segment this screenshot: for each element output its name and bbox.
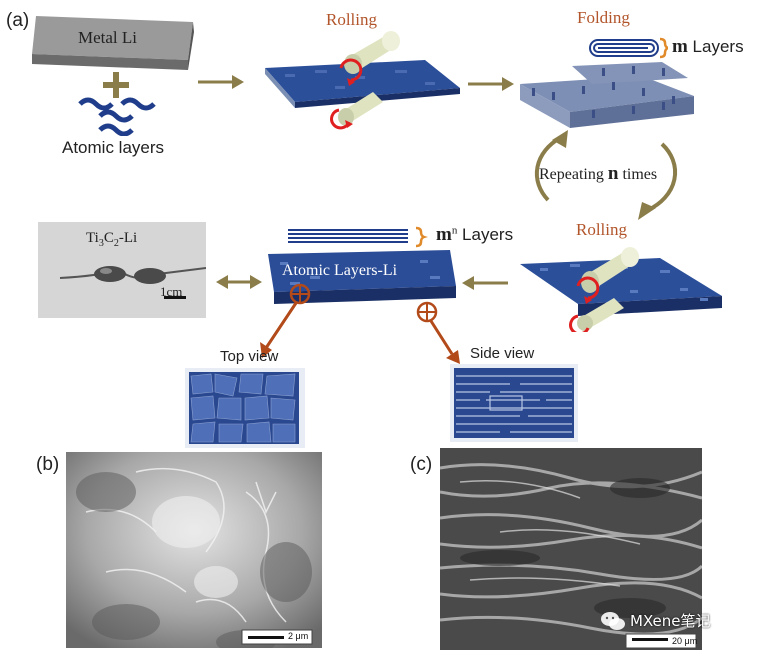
ti-text: Ti xyxy=(86,230,99,246)
rolling-bottom-illustration xyxy=(520,247,722,332)
rolling-top-label: Rolling xyxy=(326,10,378,29)
watermark-text: MXene笔记 xyxy=(630,612,711,630)
repeating-cycle-arrows xyxy=(534,130,678,220)
n-symbol: n xyxy=(607,163,619,184)
folded-stack-illustration xyxy=(520,62,694,128)
c-text: C xyxy=(103,230,114,246)
arrow-left-1 xyxy=(462,276,508,290)
photo-scale-label: 1cm xyxy=(160,284,183,299)
panel-a-label: (a) xyxy=(6,10,30,31)
atomic-layers-wave-icon xyxy=(78,97,156,136)
atomic-layers-label: Atomic layers xyxy=(62,138,165,157)
panel-c-label: (c) xyxy=(410,454,433,475)
m-layers-label: m Layers xyxy=(672,36,744,58)
scale-label-b: 2 μm xyxy=(288,631,309,641)
arrow-right-2 xyxy=(468,77,514,91)
top-view-label: Top view xyxy=(220,348,279,365)
mn-layers-text: Layers xyxy=(457,225,514,244)
repeating-text: Repeating xyxy=(539,166,604,183)
panel-b-label: (b) xyxy=(36,454,60,475)
m-symbol: m xyxy=(672,36,688,57)
plus-icon xyxy=(103,72,129,98)
times-text: times xyxy=(618,166,658,183)
ti3c2-li-label: Ti3C2-Li xyxy=(86,230,137,249)
double-arrow xyxy=(216,275,262,289)
mn-stack-icon xyxy=(288,226,428,248)
folding-label: Folding xyxy=(577,8,630,27)
wechat-icon xyxy=(601,612,625,630)
scale-label-c: 20 μm xyxy=(672,636,698,646)
repeating-n-times-label: Repeating n times xyxy=(539,163,657,185)
side-view-label: Side view xyxy=(470,345,535,362)
mn-layers-label: mn Layers xyxy=(436,224,513,246)
side-view-image xyxy=(450,364,578,442)
arrow-right-1 xyxy=(198,75,244,89)
ti-subscript: 3 xyxy=(98,238,104,249)
c-subscript: 2 xyxy=(113,238,119,249)
top-view-image xyxy=(185,368,305,448)
metal-li-label: Metal Li xyxy=(78,28,138,47)
ti3c2-li-photo xyxy=(38,222,206,318)
folded-layer-icon xyxy=(589,37,668,59)
rolling-bottom-label: Rolling xyxy=(576,220,628,239)
li-text: -Li xyxy=(118,230,138,246)
metal-li-slab xyxy=(32,16,194,70)
mn-sup: n xyxy=(451,224,458,237)
atomic-layers-li-slab xyxy=(268,250,456,304)
sem-image-c xyxy=(440,448,702,650)
sem-image-b xyxy=(66,452,322,648)
zoom-pointers xyxy=(260,283,460,364)
rolling-top-illustration xyxy=(265,31,460,130)
mn-base: m xyxy=(436,224,452,245)
layers-text: Layers xyxy=(687,37,744,56)
atomic-layers-li-label: Atomic Layers-Li xyxy=(282,262,398,279)
